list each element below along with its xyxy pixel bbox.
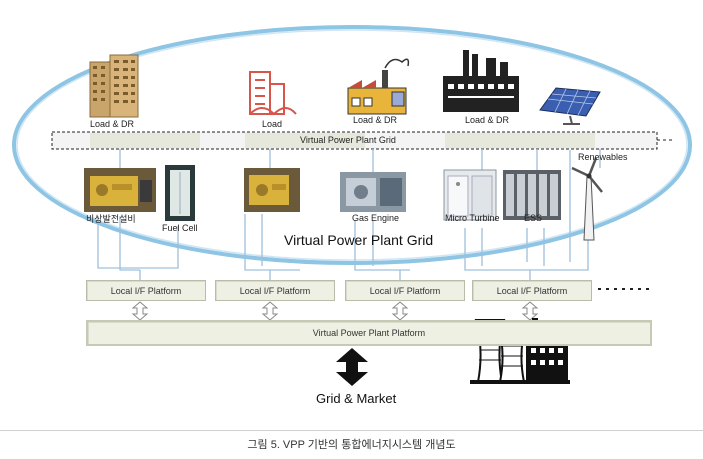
connector-lines	[97, 149, 601, 280]
wind-turbine-icon	[571, 157, 603, 241]
bidirectional-arrow-icon	[131, 301, 539, 321]
load-building-icon	[249, 71, 297, 116]
local-platform: Local I/F Platform	[345, 280, 465, 301]
gas-engine-label: Gas Engine	[352, 213, 400, 223]
emergency-generator-label: 비상발전설비	[86, 214, 136, 224]
figure-caption: 그림 5. VPP 기반의 통합에너지시스템 개념도	[247, 439, 456, 451]
local-platform: Local I/F Platform	[215, 280, 335, 301]
bidirectional-arrow-icon	[336, 348, 368, 386]
apartment-building-icon	[89, 54, 139, 118]
load-label: Load	[262, 119, 283, 129]
industrial-plant-icon	[443, 50, 519, 112]
vpp-boundary-ellipse	[12, 25, 692, 265]
factory-icon	[347, 58, 410, 115]
generator-icon	[84, 168, 156, 212]
load-dr-label: Load & DR	[353, 115, 398, 125]
grid-market-label: Grid & Market	[316, 391, 397, 406]
vpp-platform: Virtual Power Plant Platform	[86, 320, 652, 346]
load-dr-label: Load & DR	[90, 119, 135, 129]
micro-turbine-icon	[443, 169, 497, 221]
fuel-cell-label: Fuel Cell	[162, 223, 198, 233]
vpp-grid-bar-label: Virtual Power Plant Grid	[300, 135, 396, 145]
fuel-cell-icon	[165, 165, 195, 221]
caption-divider	[0, 430, 703, 431]
gas-engine-icon	[244, 168, 300, 212]
micro-turbine-label: Micro Turbine	[445, 213, 500, 223]
local-platform: Local I/F Platform	[86, 280, 206, 301]
ess-label: ESS	[524, 213, 543, 223]
battery-storage-icon	[503, 170, 561, 220]
local-platform: Local I/F Platform	[472, 280, 592, 301]
vpp-grid-title: Virtual Power Plant Grid	[284, 232, 434, 248]
renewables-label: Renewables	[578, 152, 628, 162]
gas-engine-icon	[340, 172, 406, 212]
load-dr-label: Load & DR	[465, 115, 510, 125]
solar-panel-icon	[539, 87, 601, 125]
